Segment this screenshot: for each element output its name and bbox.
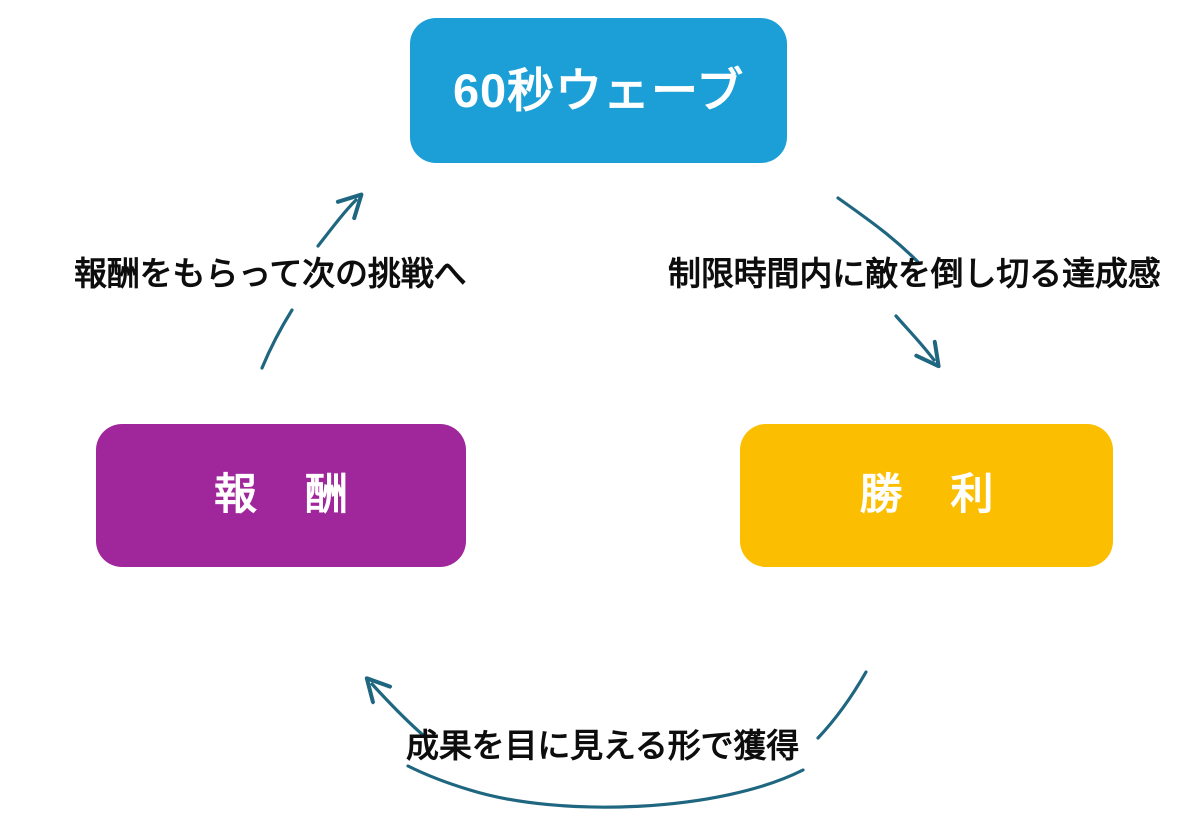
node-reward[interactable]: 報 酬 — [96, 424, 466, 567]
node-victory[interactable]: 勝 利 — [740, 424, 1113, 567]
edge-label-victory-to-reward: 成果を目に見える形で獲得 — [406, 727, 800, 764]
edge-label-wave-to-victory: 制限時間内に敵を倒し切る達成感 — [668, 255, 1161, 292]
node-wave[interactable]: 60秒ウェーブ — [410, 18, 787, 163]
edge-label-reward-to-wave: 報酬をもらって次の挑戦へ — [74, 255, 467, 292]
